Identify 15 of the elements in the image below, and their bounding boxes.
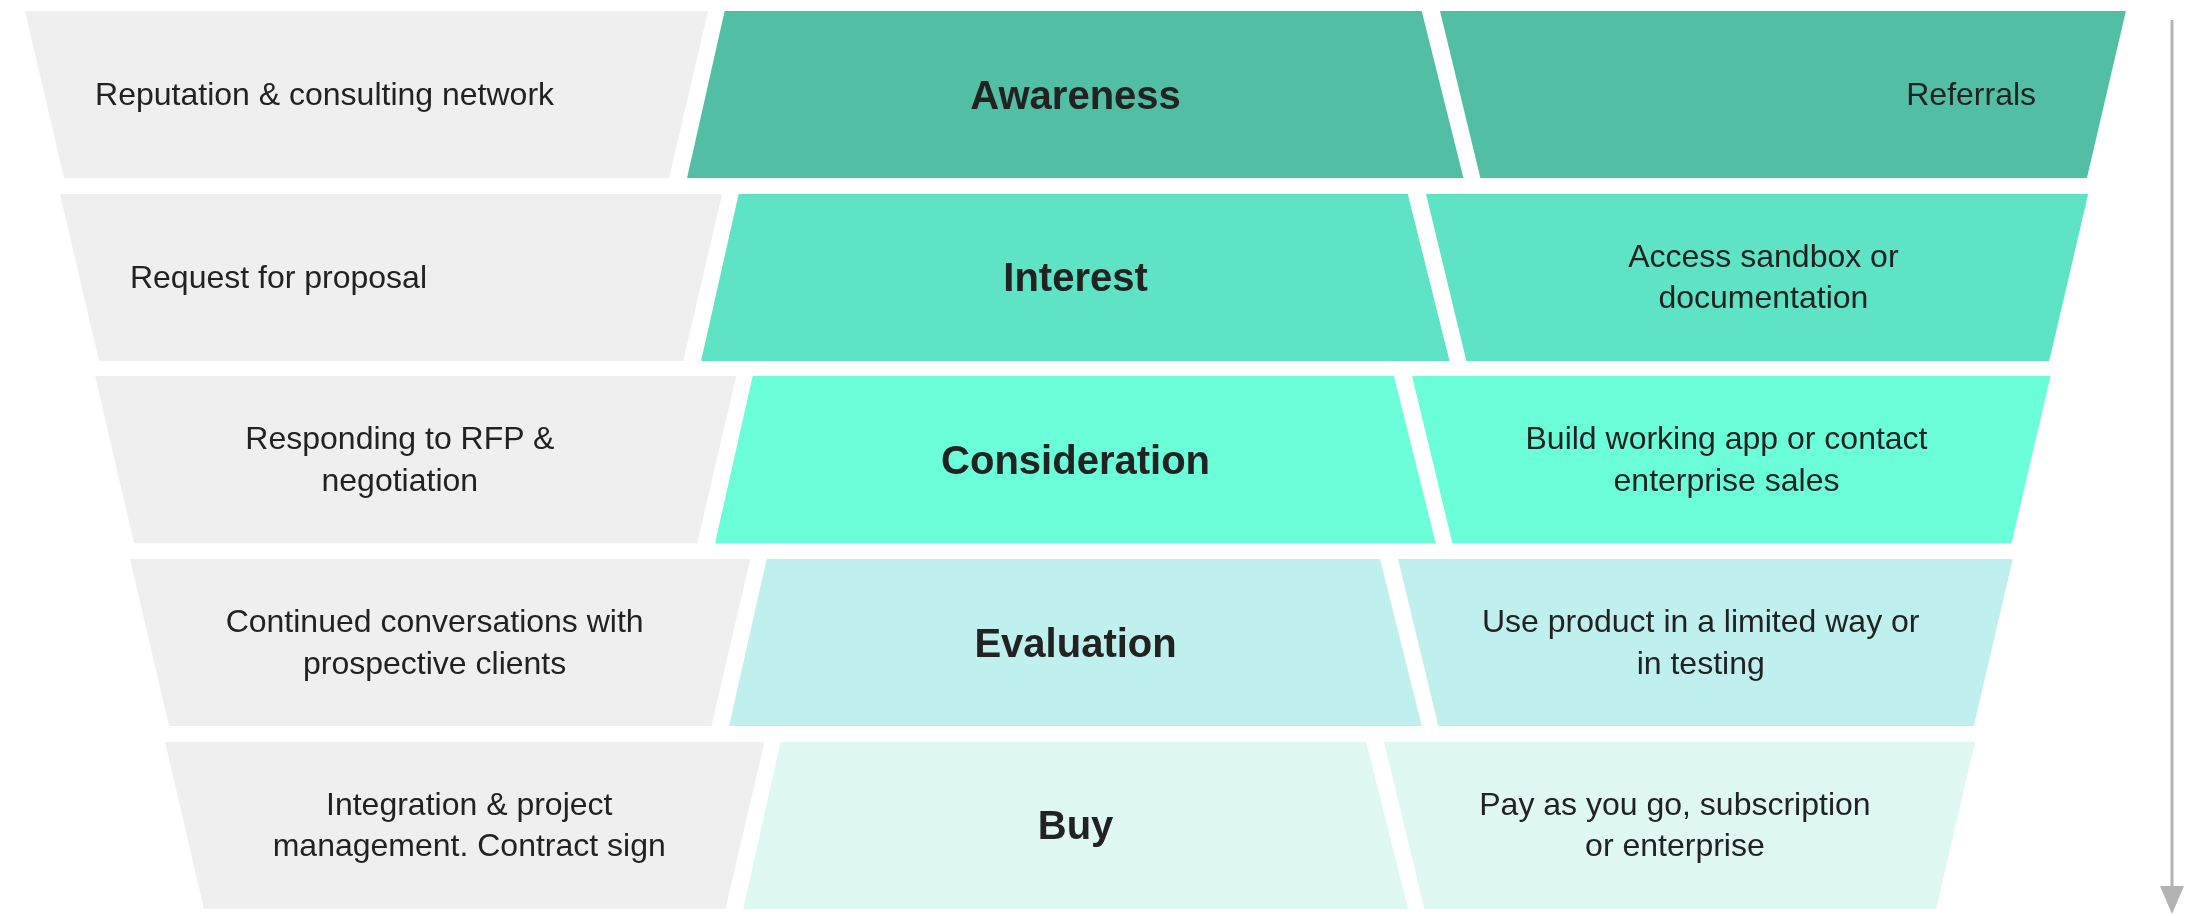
- stage-description: Reputation & consulting network: [95, 75, 555, 114]
- stage-title: Interest: [1003, 254, 1148, 302]
- stage-description: Request for proposal: [129, 257, 427, 297]
- stage-description: Responding to RFP & negotiation: [244, 419, 556, 501]
- stage-title: Awareness: [970, 71, 1181, 119]
- stage-description: Integration & project management. Contract sign: [271, 784, 667, 866]
- stage-description: Build working app or contact enterprise sales: [1524, 419, 1929, 501]
- stage-title: Evaluation: [974, 619, 1177, 667]
- stage-description: Pay as you go, subscription or enterprise: [1478, 784, 1872, 866]
- stage-description: Use product in a limited way or in testing: [1480, 602, 1921, 683]
- stage-title: Consideration: [941, 437, 1210, 485]
- stage-description: Referrals: [1906, 75, 2037, 114]
- stage-description: Access sandbox or documentation: [1627, 236, 1900, 318]
- stage-title: Buy: [1037, 802, 1114, 850]
- stage-description: Continued conversations with prospective clients: [224, 602, 645, 683]
